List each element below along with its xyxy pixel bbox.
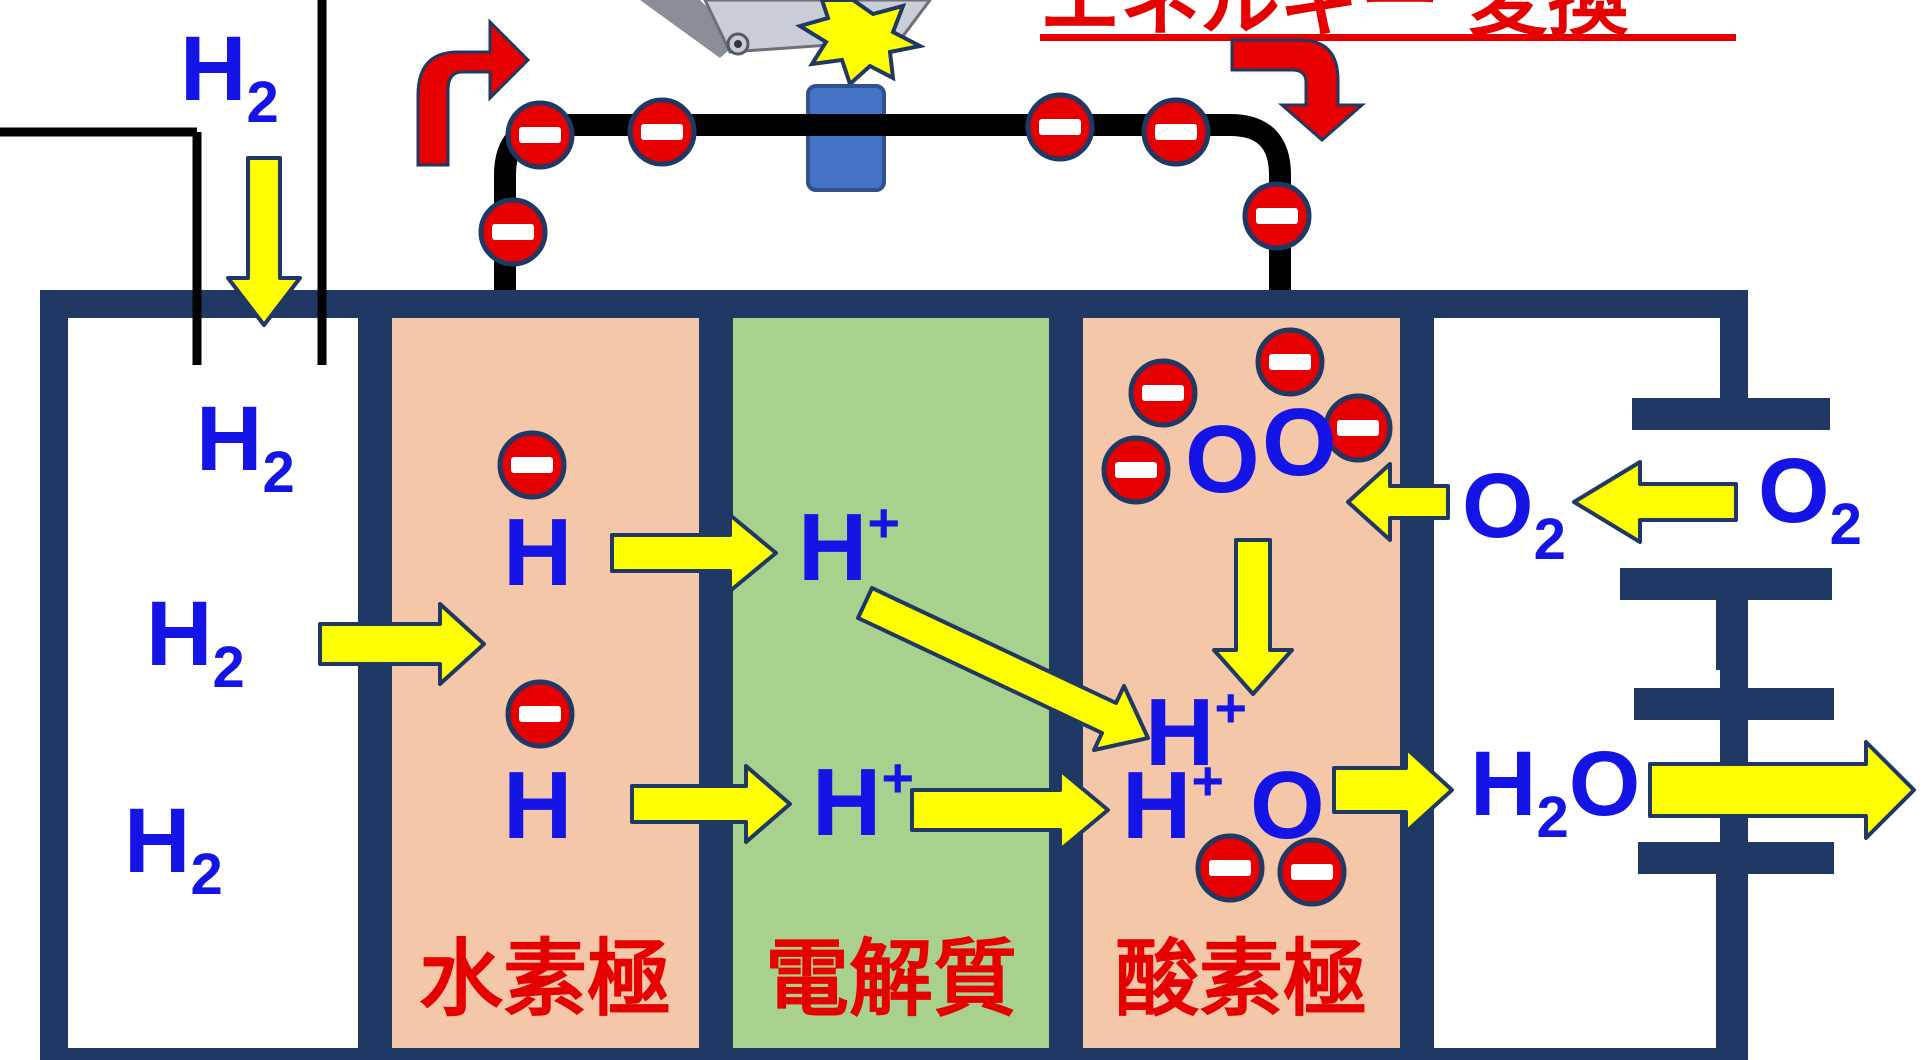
water-formation-arrow [1332, 746, 1454, 834]
o2-to-cathode-arrow [1346, 462, 1450, 542]
h-ion-diagonal-arrow [856, 586, 1150, 752]
oxygen-inlet-plates [1620, 398, 1834, 1060]
o2-label-outer: O2 [1758, 440, 1862, 557]
electron-flow-arrow-left [416, 18, 531, 167]
h-electrode-electron-2 [508, 682, 572, 746]
external-circuit-wire [494, 114, 1291, 292]
h-ion-4: H+ [1122, 749, 1224, 859]
h2-inflow-arrow-down [226, 156, 302, 327]
h2-to-electrode-arrow [318, 602, 486, 686]
o-atom-1: O [1185, 406, 1260, 513]
h-ion-3: H+ [1145, 676, 1247, 786]
o2-supply-arrow [1572, 460, 1738, 544]
wire-electron-2 [630, 100, 694, 164]
wire-electron-5 [1144, 100, 1208, 164]
h-atom-2: H [503, 752, 572, 859]
electron-flow-arrow-right [1230, 38, 1366, 142]
h-to-ion-arrow-2 [630, 764, 792, 844]
h2-label-top: H2 [180, 18, 279, 135]
hydrogen-electrode-label: 水素極 [419, 930, 671, 1028]
wire-electron-3 [481, 200, 545, 264]
oxygen-electrode-label: 酸素極 [1115, 930, 1367, 1028]
o-electrode-electron-6 [1280, 840, 1344, 904]
hydrogen-supply-chamber [68, 318, 358, 1048]
h2-label-chamber-3: H2 [124, 790, 223, 907]
oxygen-down-arrow [1212, 538, 1294, 696]
o-atom-2: O [1262, 389, 1337, 496]
water-outflow-arrow [1648, 740, 1916, 840]
wire-electron-1 [508, 103, 572, 167]
water-label: H2O [1470, 733, 1640, 850]
wire-electron-4 [1028, 95, 1092, 159]
h-atom-1: H [503, 499, 572, 606]
h-to-ion-arrow-1 [610, 513, 778, 593]
bulb-socket [806, 84, 886, 192]
spark-icon [795, 0, 926, 88]
o-electrode-electron-3 [1104, 438, 1168, 502]
o-electrode-electron-2 [1258, 330, 1322, 394]
h2-label-chamber-2: H2 [146, 583, 245, 700]
h-ion-2: H+ [812, 746, 914, 856]
wire-electron-6 [1245, 184, 1309, 248]
o-electrode-electron-5 [1198, 836, 1262, 900]
title-underline [1040, 34, 1736, 41]
h-ion-1: H+ [798, 491, 900, 601]
oxygen-chamber [1434, 318, 1720, 1048]
hydrogen-inlet-tube [0, 0, 327, 365]
h-ion-to-cathode-arrow [910, 768, 1110, 852]
h2-label-chamber-1: H2 [196, 388, 295, 505]
o2-label-inner: O2 [1462, 455, 1566, 572]
h-electrode-electron-1 [500, 433, 564, 497]
electrolyte-label: 電解質 [765, 930, 1017, 1028]
